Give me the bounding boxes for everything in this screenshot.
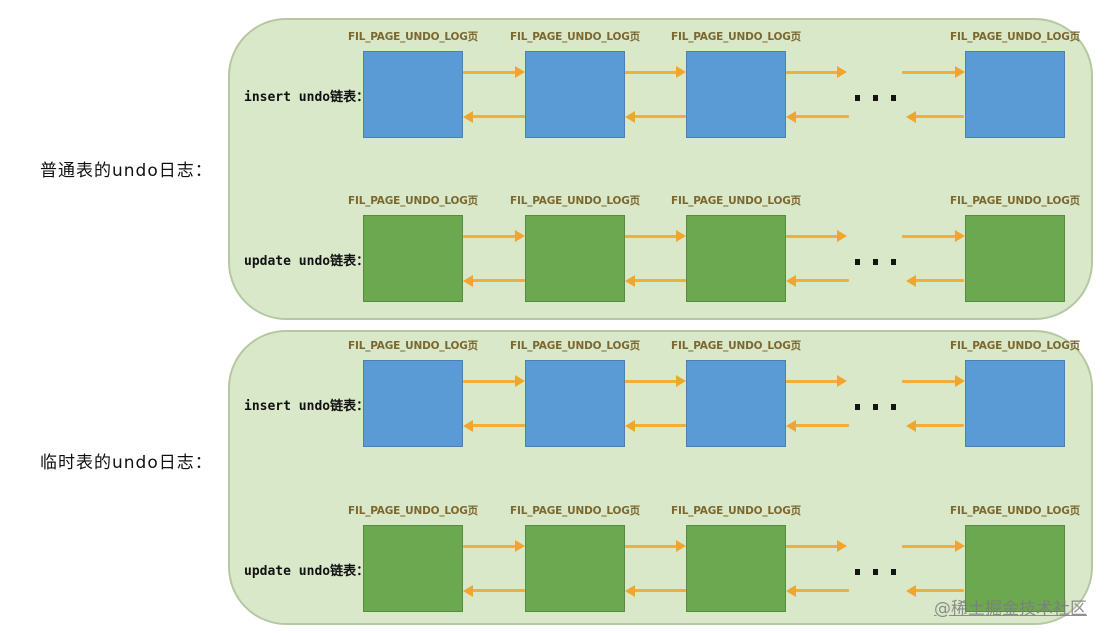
update-undo-page-box	[965, 525, 1065, 612]
page-label: FIL_PAGE_UNDO_LOG页	[510, 340, 640, 352]
panel-temp-table-undo: insert undo链表： FIL_PAGE_UNDO_LOG页 FIL_PAGE…	[228, 330, 1093, 625]
ellipsis-dot	[873, 404, 878, 410]
next-page-arrow	[902, 375, 965, 387]
section-title-normal-table: 普通表的undo日志：	[40, 161, 213, 181]
prev-page-arrow	[906, 419, 964, 432]
ellipsis-dot	[855, 95, 860, 101]
section-title-temp-table: 临时表的undo日志：	[40, 453, 213, 473]
ellipsis-dot	[873, 95, 878, 101]
next-page-arrow	[463, 230, 525, 242]
watermark: @稀土掘金技术社区	[934, 599, 1087, 619]
prev-page-arrow	[625, 110, 686, 123]
ellipsis-dot	[855, 259, 860, 265]
update-undo-page-box	[525, 525, 625, 612]
prev-page-arrow	[625, 584, 686, 597]
prev-page-arrow	[786, 110, 849, 123]
ellipsis-dot	[891, 569, 896, 575]
next-page-arrow	[625, 66, 686, 78]
insert-undo-page-box	[965, 51, 1065, 138]
next-page-arrow	[902, 66, 965, 78]
update-undo-page-box	[686, 525, 786, 612]
panel-normal-table-undo: insert undo链表： FIL_PAGE_UNDO_LOG页 FIL_PAGE…	[228, 18, 1093, 320]
row-label: insert undo链表：	[244, 398, 370, 414]
update-undo-page-box	[965, 215, 1065, 302]
next-page-arrow	[786, 375, 847, 387]
insert-undo-page-box	[363, 51, 463, 138]
ellipsis-dot	[891, 404, 896, 410]
next-page-arrow	[786, 66, 847, 78]
ellipsis-dot	[873, 569, 878, 575]
page-label: FIL_PAGE_UNDO_LOG页	[348, 340, 478, 352]
next-page-arrow	[902, 230, 965, 242]
ellipsis-dot	[855, 569, 860, 575]
prev-page-arrow	[906, 584, 964, 597]
page-label: FIL_PAGE_UNDO_LOG页	[510, 31, 640, 43]
update-undo-page-box	[363, 525, 463, 612]
page-label: FIL_PAGE_UNDO_LOG页	[348, 505, 478, 517]
prev-page-arrow	[786, 274, 849, 287]
page-label: FIL_PAGE_UNDO_LOG页	[671, 195, 801, 207]
insert-undo-page-box	[363, 360, 463, 447]
next-page-arrow	[625, 540, 686, 552]
insert-undo-page-box	[686, 360, 786, 447]
update-undo-page-box	[525, 215, 625, 302]
prev-page-arrow	[463, 584, 525, 597]
page-label: FIL_PAGE_UNDO_LOG页	[950, 505, 1080, 517]
next-page-arrow	[463, 66, 525, 78]
page-label: FIL_PAGE_UNDO_LOG页	[950, 195, 1080, 207]
next-page-arrow	[786, 230, 847, 242]
insert-undo-page-box	[525, 51, 625, 138]
insert-undo-page-box	[686, 51, 786, 138]
page-label: FIL_PAGE_UNDO_LOG页	[510, 505, 640, 517]
prev-page-arrow	[786, 584, 849, 597]
update-undo-page-box	[686, 215, 786, 302]
insert-undo-page-box	[525, 360, 625, 447]
insert-undo-page-box	[965, 360, 1065, 447]
prev-page-arrow	[786, 419, 849, 432]
ellipsis-dot	[873, 259, 878, 265]
next-page-arrow	[625, 230, 686, 242]
page-label: FIL_PAGE_UNDO_LOG页	[510, 195, 640, 207]
page-label: FIL_PAGE_UNDO_LOG页	[671, 340, 801, 352]
prev-page-arrow	[625, 419, 686, 432]
next-page-arrow	[625, 375, 686, 387]
ellipsis-dot	[891, 95, 896, 101]
prev-page-arrow	[463, 419, 525, 432]
page-label: FIL_PAGE_UNDO_LOG页	[348, 31, 478, 43]
ellipsis-dot	[855, 404, 860, 410]
next-page-arrow	[463, 540, 525, 552]
ellipsis-dot	[891, 259, 896, 265]
page-label: FIL_PAGE_UNDO_LOG页	[671, 505, 801, 517]
prev-page-arrow	[463, 110, 525, 123]
page-label: FIL_PAGE_UNDO_LOG页	[348, 195, 478, 207]
prev-page-arrow	[906, 110, 964, 123]
next-page-arrow	[786, 540, 847, 552]
prev-page-arrow	[463, 274, 525, 287]
row-label: insert undo链表：	[244, 89, 370, 105]
row-label: update undo链表：	[244, 563, 370, 579]
next-page-arrow	[902, 540, 965, 552]
row-label: update undo链表：	[244, 253, 370, 269]
next-page-arrow	[463, 375, 525, 387]
page-label: FIL_PAGE_UNDO_LOG页	[671, 31, 801, 43]
prev-page-arrow	[625, 274, 686, 287]
prev-page-arrow	[906, 274, 964, 287]
page-label: FIL_PAGE_UNDO_LOG页	[950, 340, 1080, 352]
page-label: FIL_PAGE_UNDO_LOG页	[950, 31, 1080, 43]
update-undo-page-box	[363, 215, 463, 302]
